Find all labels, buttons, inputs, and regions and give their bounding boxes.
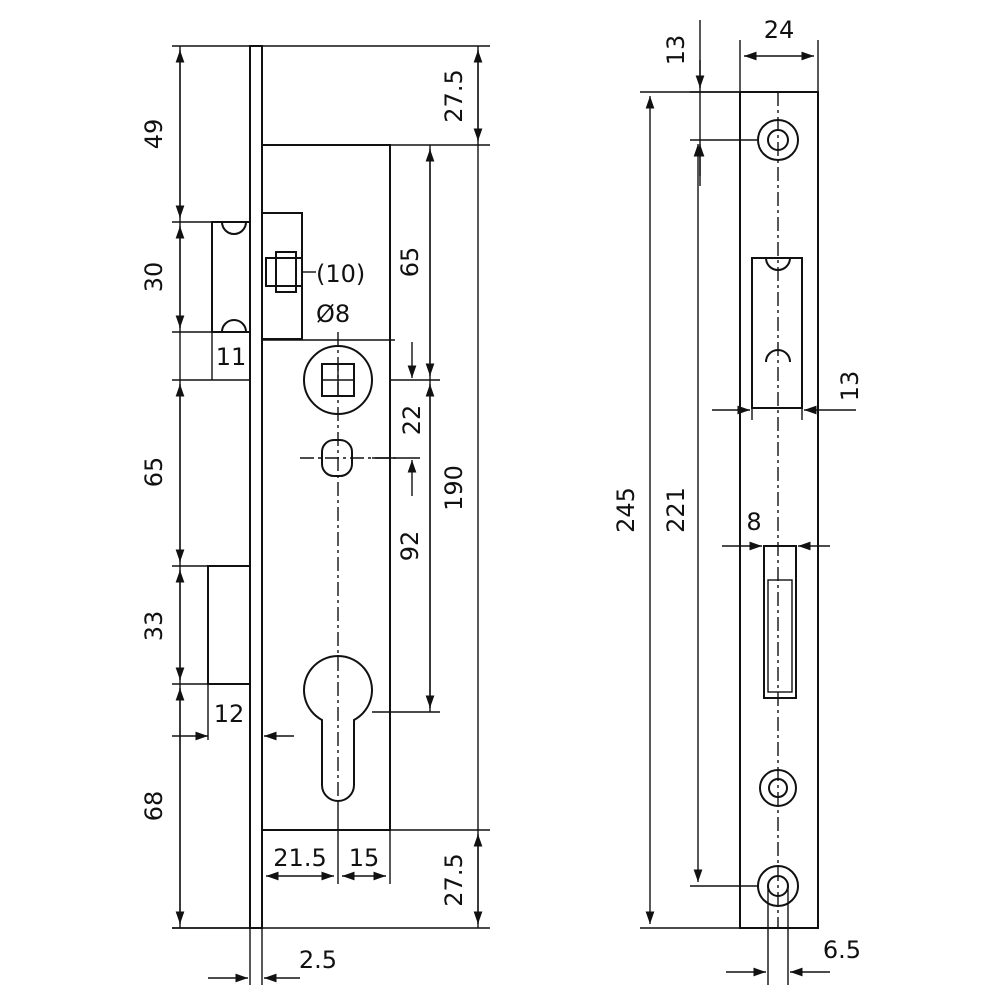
- strike-plate: [739, 91, 819, 929]
- dim-13-right: 13: [836, 371, 864, 402]
- deadbolt: [207, 565, 251, 685]
- latch-opening: [751, 257, 803, 409]
- bolt-opening: [763, 545, 797, 699]
- label-dia-8: Ø8: [316, 300, 350, 328]
- dim-13-top: 13: [662, 35, 690, 66]
- dim-6-5: 6.5: [823, 936, 861, 964]
- dim-24: 24: [764, 16, 795, 44]
- dim-8: 8: [746, 508, 761, 536]
- dim-65-right: 65: [396, 247, 424, 278]
- faceplate: [249, 45, 263, 929]
- dim-190: 190: [440, 465, 468, 511]
- dim-221: 221: [662, 487, 690, 533]
- dim-2-5: 2.5: [299, 946, 337, 974]
- side-view: 24 13 245 221 13 8 6.5: [612, 16, 864, 985]
- dim-65-left: 65: [140, 457, 168, 488]
- dim-27-5-top: 27.5: [440, 69, 468, 122]
- label-10: (10): [316, 260, 365, 288]
- dim-15: 15: [349, 844, 380, 872]
- follower-hub: [303, 345, 373, 415]
- dim-21-5: 21.5: [273, 844, 326, 872]
- dim-27-5-bottom: 27.5: [440, 853, 468, 906]
- dim-12: 12: [214, 700, 245, 728]
- front-view: 49 30 65 33 68 11 12 27.5 27.5 190 65 92…: [140, 45, 490, 985]
- dim-245: 245: [612, 487, 640, 533]
- screw-hole-middle: [759, 769, 797, 807]
- dim-33: 33: [140, 611, 168, 642]
- dim-49: 49: [140, 119, 168, 150]
- dim-11: 11: [216, 343, 247, 371]
- dim-92: 92: [396, 531, 424, 562]
- dim-68: 68: [140, 791, 168, 822]
- dim-30: 30: [140, 262, 168, 293]
- dim-22: 22: [398, 405, 426, 436]
- latch-bolt: [211, 212, 303, 340]
